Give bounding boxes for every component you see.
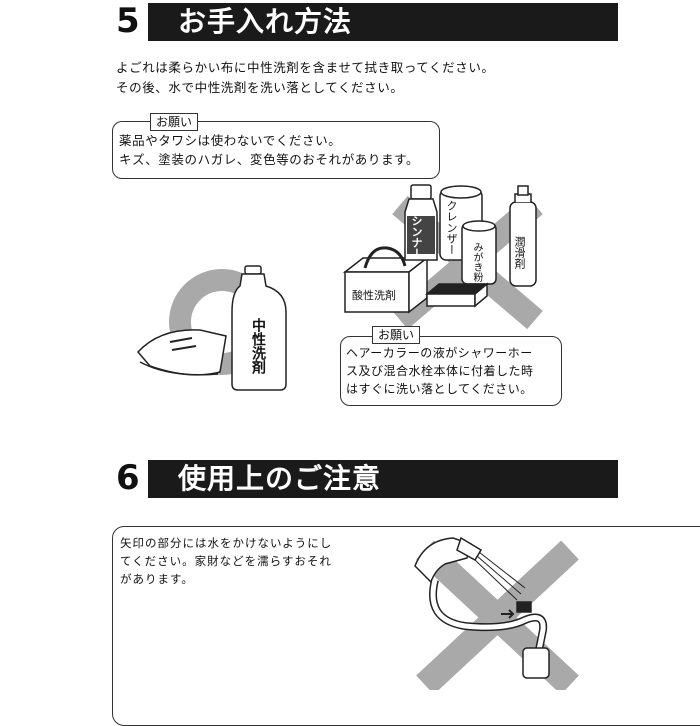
acid-cleaner-label: 酸性洗剤 — [352, 289, 396, 302]
faucet-body — [516, 601, 550, 679]
note-box-2-tag: お願い — [372, 326, 421, 344]
section6-title-bar: 使用上のご注意 — [148, 460, 618, 498]
section5-number: 5 — [116, 1, 140, 41]
lubricant-label: 潤滑剤 — [513, 236, 526, 269]
section6-number: 6 — [116, 458, 140, 498]
section6-line-3: があります。 — [120, 572, 194, 586]
polishing-powder-label: みがき粉 — [471, 242, 482, 282]
section5-line-1: よごれは柔らかい布に中性洗剤を含ませて拭き取ってください。 — [116, 60, 495, 75]
section6-title: 使用上のご注意 — [178, 462, 382, 495]
section5-line-2: その後、水で中性洗剤を洗い落としてください。 — [116, 80, 404, 95]
cleanser-label: クレンザー — [445, 200, 458, 255]
note-box-2-line-1: ヘアーカラーの液がシャワーホー — [346, 346, 533, 360]
lubricant-spray — [509, 185, 537, 287]
arrow-icon — [501, 609, 515, 619]
note-box-1-tag: お願い — [150, 113, 199, 131]
scrub-sponge — [424, 282, 490, 308]
note-box-2 — [340, 336, 562, 406]
section6-line-2: てください。家財などを濡らすおそれ — [120, 554, 332, 568]
thinner-label: シンナー — [410, 215, 423, 259]
polishing-powder-can — [461, 220, 497, 285]
note-box-2-line-2: ス及び混合水栓本体に付着した時 — [346, 364, 534, 378]
detergent-illustration — [136, 265, 287, 391]
water-spray-icon — [474, 551, 526, 601]
neutral-detergent-label: 中性洗剤 — [250, 318, 266, 374]
note-box-1-text: 薬品やタワシは使わないでください。 キズ、塗装のハガレ、変色等のおそれがあります… — [119, 131, 419, 169]
note-box-2-text: ヘアーカラーの液がシャワーホー ス及び混合水栓本体に付着した時 はすぐに洗い落と… — [346, 344, 534, 398]
neutral-detergent-bottle — [231, 265, 287, 391]
shower-illustration — [414, 536, 579, 690]
section6-line-1: 矢印の部分には水をかけないようにし — [120, 536, 333, 550]
thinner-bottle — [404, 184, 438, 261]
section5-title-bar: お手入れ方法 — [148, 3, 618, 41]
note-box-1-line-1: 薬品やタワシは使わないでください。 — [119, 133, 342, 148]
section5-text: よごれは柔らかい布に中性洗剤を含ませて拭き取ってください。 その後、水で中性洗剤… — [116, 58, 676, 98]
section5-title: お手入れ方法 — [178, 5, 353, 38]
note-box-1-line-2: キズ、塗装のハガレ、変色等のおそれがあります。 — [119, 152, 420, 167]
products-illustration — [342, 184, 543, 330]
cloth-icon — [136, 329, 227, 376]
section6-text: 矢印の部分には水をかけないようにし てください。家財などを濡らすおそれ がありま… — [120, 534, 332, 588]
note-box-2-line-3: はすぐに洗い落としてください。 — [346, 382, 533, 396]
hand-with-shower-icon — [414, 536, 483, 584]
acid-cleaner-box — [342, 246, 430, 314]
